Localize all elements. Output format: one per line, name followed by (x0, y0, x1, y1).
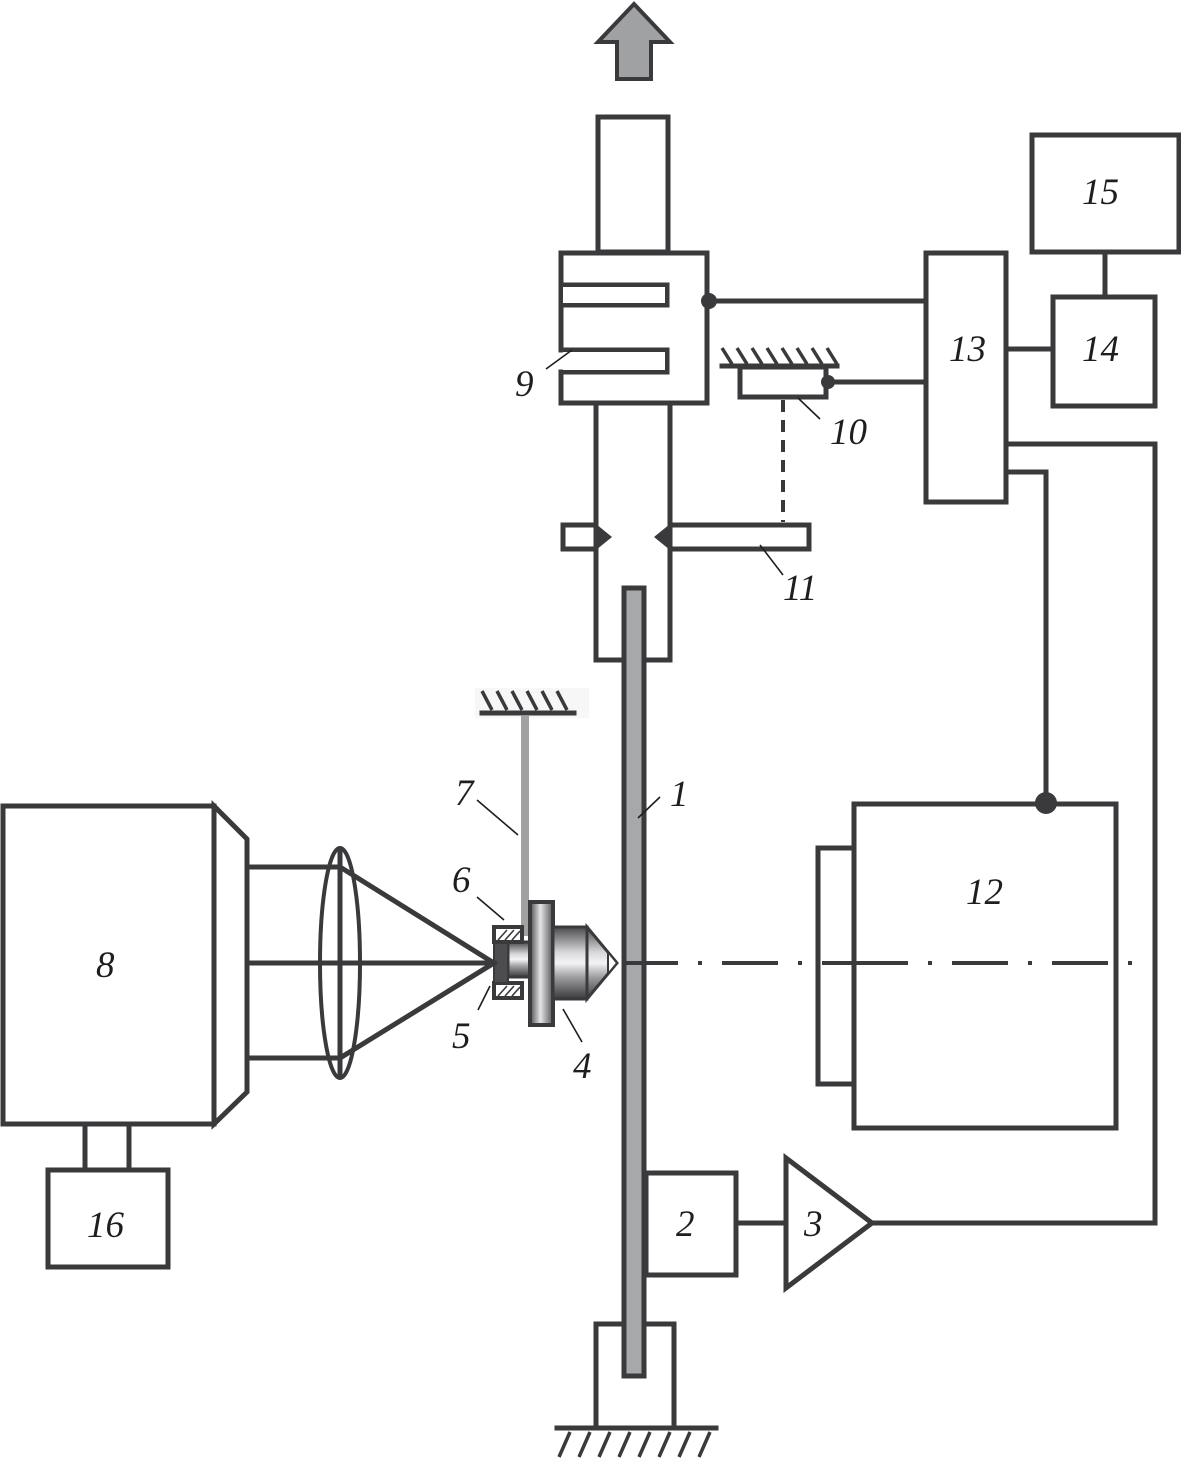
label-interface-14: 14 (1082, 329, 1119, 370)
base-support-left (593, 1321, 627, 1427)
base-support-right (641, 1321, 677, 1427)
lever-11 (667, 522, 812, 552)
lower-column-left (593, 400, 627, 663)
rod-1 (621, 585, 647, 1379)
label-actuator-10: 10 (830, 412, 868, 453)
load-direction-arrow-icon (593, 1, 675, 81)
upper-column (595, 114, 671, 255)
label-grip-9: 9 (515, 364, 534, 405)
lens-icon (318, 846, 362, 1080)
amplifier-3 (783, 1152, 877, 1294)
computer-15 (1029, 132, 1181, 255)
grip-connector-dot (701, 293, 717, 309)
lower-column-right (641, 400, 673, 663)
grip-9 (558, 250, 710, 406)
interface-14 (1050, 294, 1158, 409)
label-suspension-7: 7 (455, 773, 475, 814)
label-power-supply-16: 16 (87, 1205, 125, 1246)
wire-amplifier-controller (869, 441, 1158, 1226)
camera-connector-dot (1035, 792, 1057, 814)
label-sample-5: 5 (452, 1016, 471, 1057)
camera-12 (851, 801, 1119, 1131)
label-rod-1: 1 (670, 774, 689, 815)
wire-camera-controller (1005, 469, 1049, 798)
laser-8-nozzle (211, 799, 250, 1130)
suspension-7 (475, 688, 589, 936)
label-amplifier-3: 3 (803, 1204, 823, 1245)
label-laser-8: 8 (96, 945, 115, 986)
holder-4 (506, 900, 619, 1027)
lever-11-left (560, 522, 599, 552)
label-sensor-2: 2 (676, 1204, 695, 1245)
label-controller-13: 13 (949, 329, 986, 370)
leader-lines (476, 349, 821, 1043)
camera-12-lens (815, 845, 857, 1087)
laser-8 (0, 803, 217, 1127)
grip-slot-upper (558, 250, 670, 353)
label-computer-15: 15 (1082, 172, 1119, 213)
knife-edge-right (654, 524, 670, 550)
beam-path (244, 863, 498, 1062)
label-lever-11: 11 (783, 568, 817, 609)
label-holder-4: 4 (573, 1046, 592, 1087)
actuator-10 (719, 347, 928, 522)
label-camera-12: 12 (966, 872, 1003, 913)
controller-13 (923, 250, 1009, 505)
knife-edge-left (596, 524, 612, 550)
ground-hatch-icon (554, 1425, 719, 1458)
label-clamp-6: 6 (452, 860, 471, 901)
power-supply-16 (45, 1167, 171, 1270)
